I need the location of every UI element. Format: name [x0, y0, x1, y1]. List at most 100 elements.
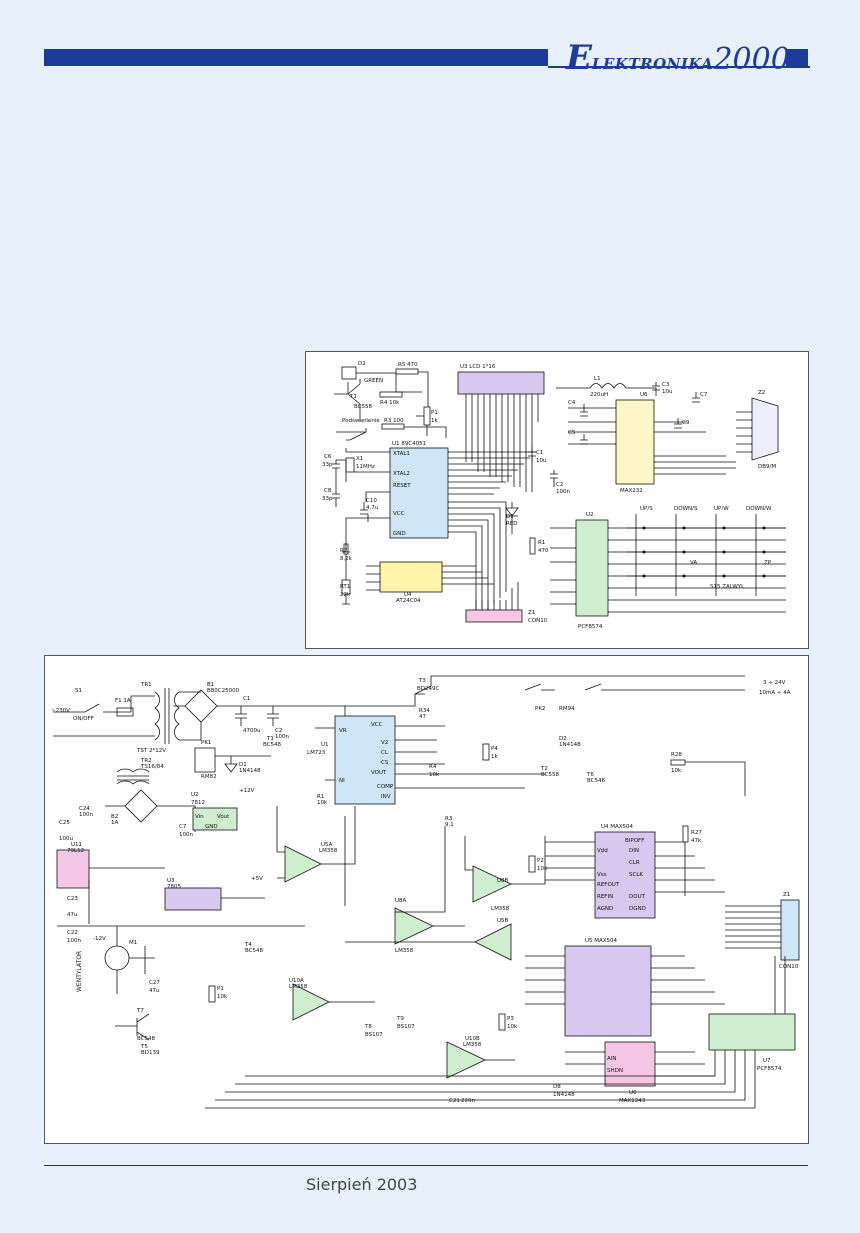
- label-b2: B2: [111, 814, 118, 820]
- magazine-logo: ELEKTRONIKA2000: [566, 38, 790, 78]
- label-clr: CLR: [629, 860, 640, 866]
- u10b-opamp: [446, 1041, 486, 1079]
- label-pk1: PK1: [201, 740, 211, 746]
- label-r4v: 10k: [429, 772, 440, 778]
- label-u11: U11: [71, 842, 82, 848]
- label-r27: R27: [691, 830, 702, 836]
- label-agnd: AGND: [597, 906, 613, 912]
- label-cl: CL: [381, 750, 389, 756]
- label-u2-vout: Vout: [217, 814, 230, 820]
- label-r3v: 9,1: [445, 822, 454, 828]
- label-u6v: MAX1243: [619, 1098, 646, 1104]
- label-c1: C1: [243, 696, 250, 702]
- label-m1: M1: [129, 940, 137, 946]
- p3-pot: [498, 1013, 506, 1031]
- label-c9: C9: [682, 420, 690, 426]
- u8a-opamp: [394, 907, 434, 945]
- label-r1: R1: [317, 794, 324, 800]
- b1-bridge: [184, 689, 218, 723]
- z1-connector: [465, 609, 523, 623]
- label-c2v: 100n: [556, 489, 570, 495]
- label-c21: C21: [449, 1098, 460, 1104]
- label-tr1: TR1: [140, 682, 152, 688]
- d2-led: [341, 366, 357, 380]
- label-wentylator: WENTYLATOR: [76, 951, 83, 992]
- label-ain: AIN: [607, 1056, 617, 1062]
- label-r28v: 10k: [671, 768, 682, 774]
- label-b1v: B80C25000: [207, 688, 240, 694]
- label-c22: C22: [67, 930, 78, 936]
- label-z1: Z1: [783, 892, 790, 898]
- label-pk2v: RM94: [559, 706, 575, 712]
- label-gnd: GND: [393, 531, 406, 537]
- label-r2: R2: [340, 548, 347, 554]
- label-c7: C7: [700, 392, 708, 398]
- label-c7v: 100n: [179, 832, 193, 838]
- label-u4: U4: [404, 592, 412, 598]
- label-c6: C6: [324, 454, 332, 460]
- label-plus5v: +5V: [251, 876, 263, 882]
- label-t4v: BC548: [245, 948, 264, 954]
- label-t2v: BC558: [541, 772, 560, 778]
- label-d1v: 1N4148: [239, 768, 261, 774]
- r1-resistor: [529, 537, 536, 555]
- label-c8: C8: [324, 488, 332, 494]
- label-vout: VOUT: [371, 770, 387, 776]
- label-c1v: 10u: [536, 458, 546, 464]
- label-rt1: RT1: [340, 584, 350, 590]
- label-d2: D2: [559, 736, 567, 742]
- label-u8bv: LM358: [491, 906, 510, 912]
- label-t6: T6: [586, 772, 594, 778]
- label-u2-gnd: GND: [205, 824, 218, 830]
- label-l1: L1: [594, 376, 601, 382]
- label-u4v: AT24C04: [396, 598, 421, 604]
- label-u2v: PCF8574: [578, 624, 603, 630]
- label-tr2: TR2: [140, 758, 152, 764]
- label-c8v: 33p: [322, 496, 333, 502]
- label-d1v: RED: [506, 521, 518, 527]
- header-square: [786, 49, 808, 66]
- label-z2: Z2: [758, 390, 765, 396]
- u1-mcu: [389, 447, 449, 539]
- label-xtal2: XTAL2: [393, 471, 410, 477]
- label-p1v: 10k: [217, 994, 228, 1000]
- label-u1: U1 89C4051: [392, 441, 426, 447]
- label-p3v: 10k: [507, 1024, 518, 1030]
- label-c27: C27: [149, 980, 160, 986]
- u7-pcf8574: [708, 1013, 796, 1051]
- label-u2: U2: [586, 512, 594, 518]
- label-upw: UP/W: [714, 506, 729, 512]
- label-p1: P1: [217, 986, 224, 992]
- label-c22v: 100n: [67, 938, 81, 944]
- label-vr: VR: [339, 728, 347, 734]
- label-r4: R4: [429, 764, 437, 770]
- label-c4: C4: [568, 400, 576, 406]
- label-c2: C2: [556, 482, 563, 488]
- u6-max232: [615, 399, 655, 485]
- u5-max504: [564, 945, 652, 1037]
- label-out-voltage: 3 ÷ 24V: [763, 680, 786, 686]
- label-r2v: 8,2k: [340, 556, 353, 562]
- label-dgnd: DGND: [629, 906, 646, 912]
- label-u10a: U10A: [289, 978, 304, 984]
- label-z1: Z1: [528, 610, 535, 616]
- label-u10bv: LM358: [463, 1042, 482, 1048]
- label-z1v: CON10: [779, 964, 799, 970]
- footer-rule: [44, 1165, 808, 1166]
- label-c1: C1: [536, 450, 543, 456]
- label-inv: INV: [381, 794, 391, 800]
- u4-eeprom: [379, 561, 443, 593]
- label-c1v: 4700u: [243, 728, 260, 734]
- label-t4: T4: [244, 942, 252, 948]
- r4-resistor: [379, 391, 403, 398]
- label-z1v: CON10: [528, 618, 548, 624]
- label-c2v: 100n: [275, 734, 289, 740]
- r5-resistor: [395, 368, 419, 375]
- label-lcd: U3 LCD 1*16: [460, 364, 496, 370]
- label-t9v: BS107: [397, 1024, 415, 1030]
- label-c23v: 47u: [67, 912, 77, 918]
- label-c24v: 100n: [79, 812, 93, 818]
- label-vss: Vss: [597, 872, 607, 878]
- label-f1: F1 1A: [115, 698, 131, 704]
